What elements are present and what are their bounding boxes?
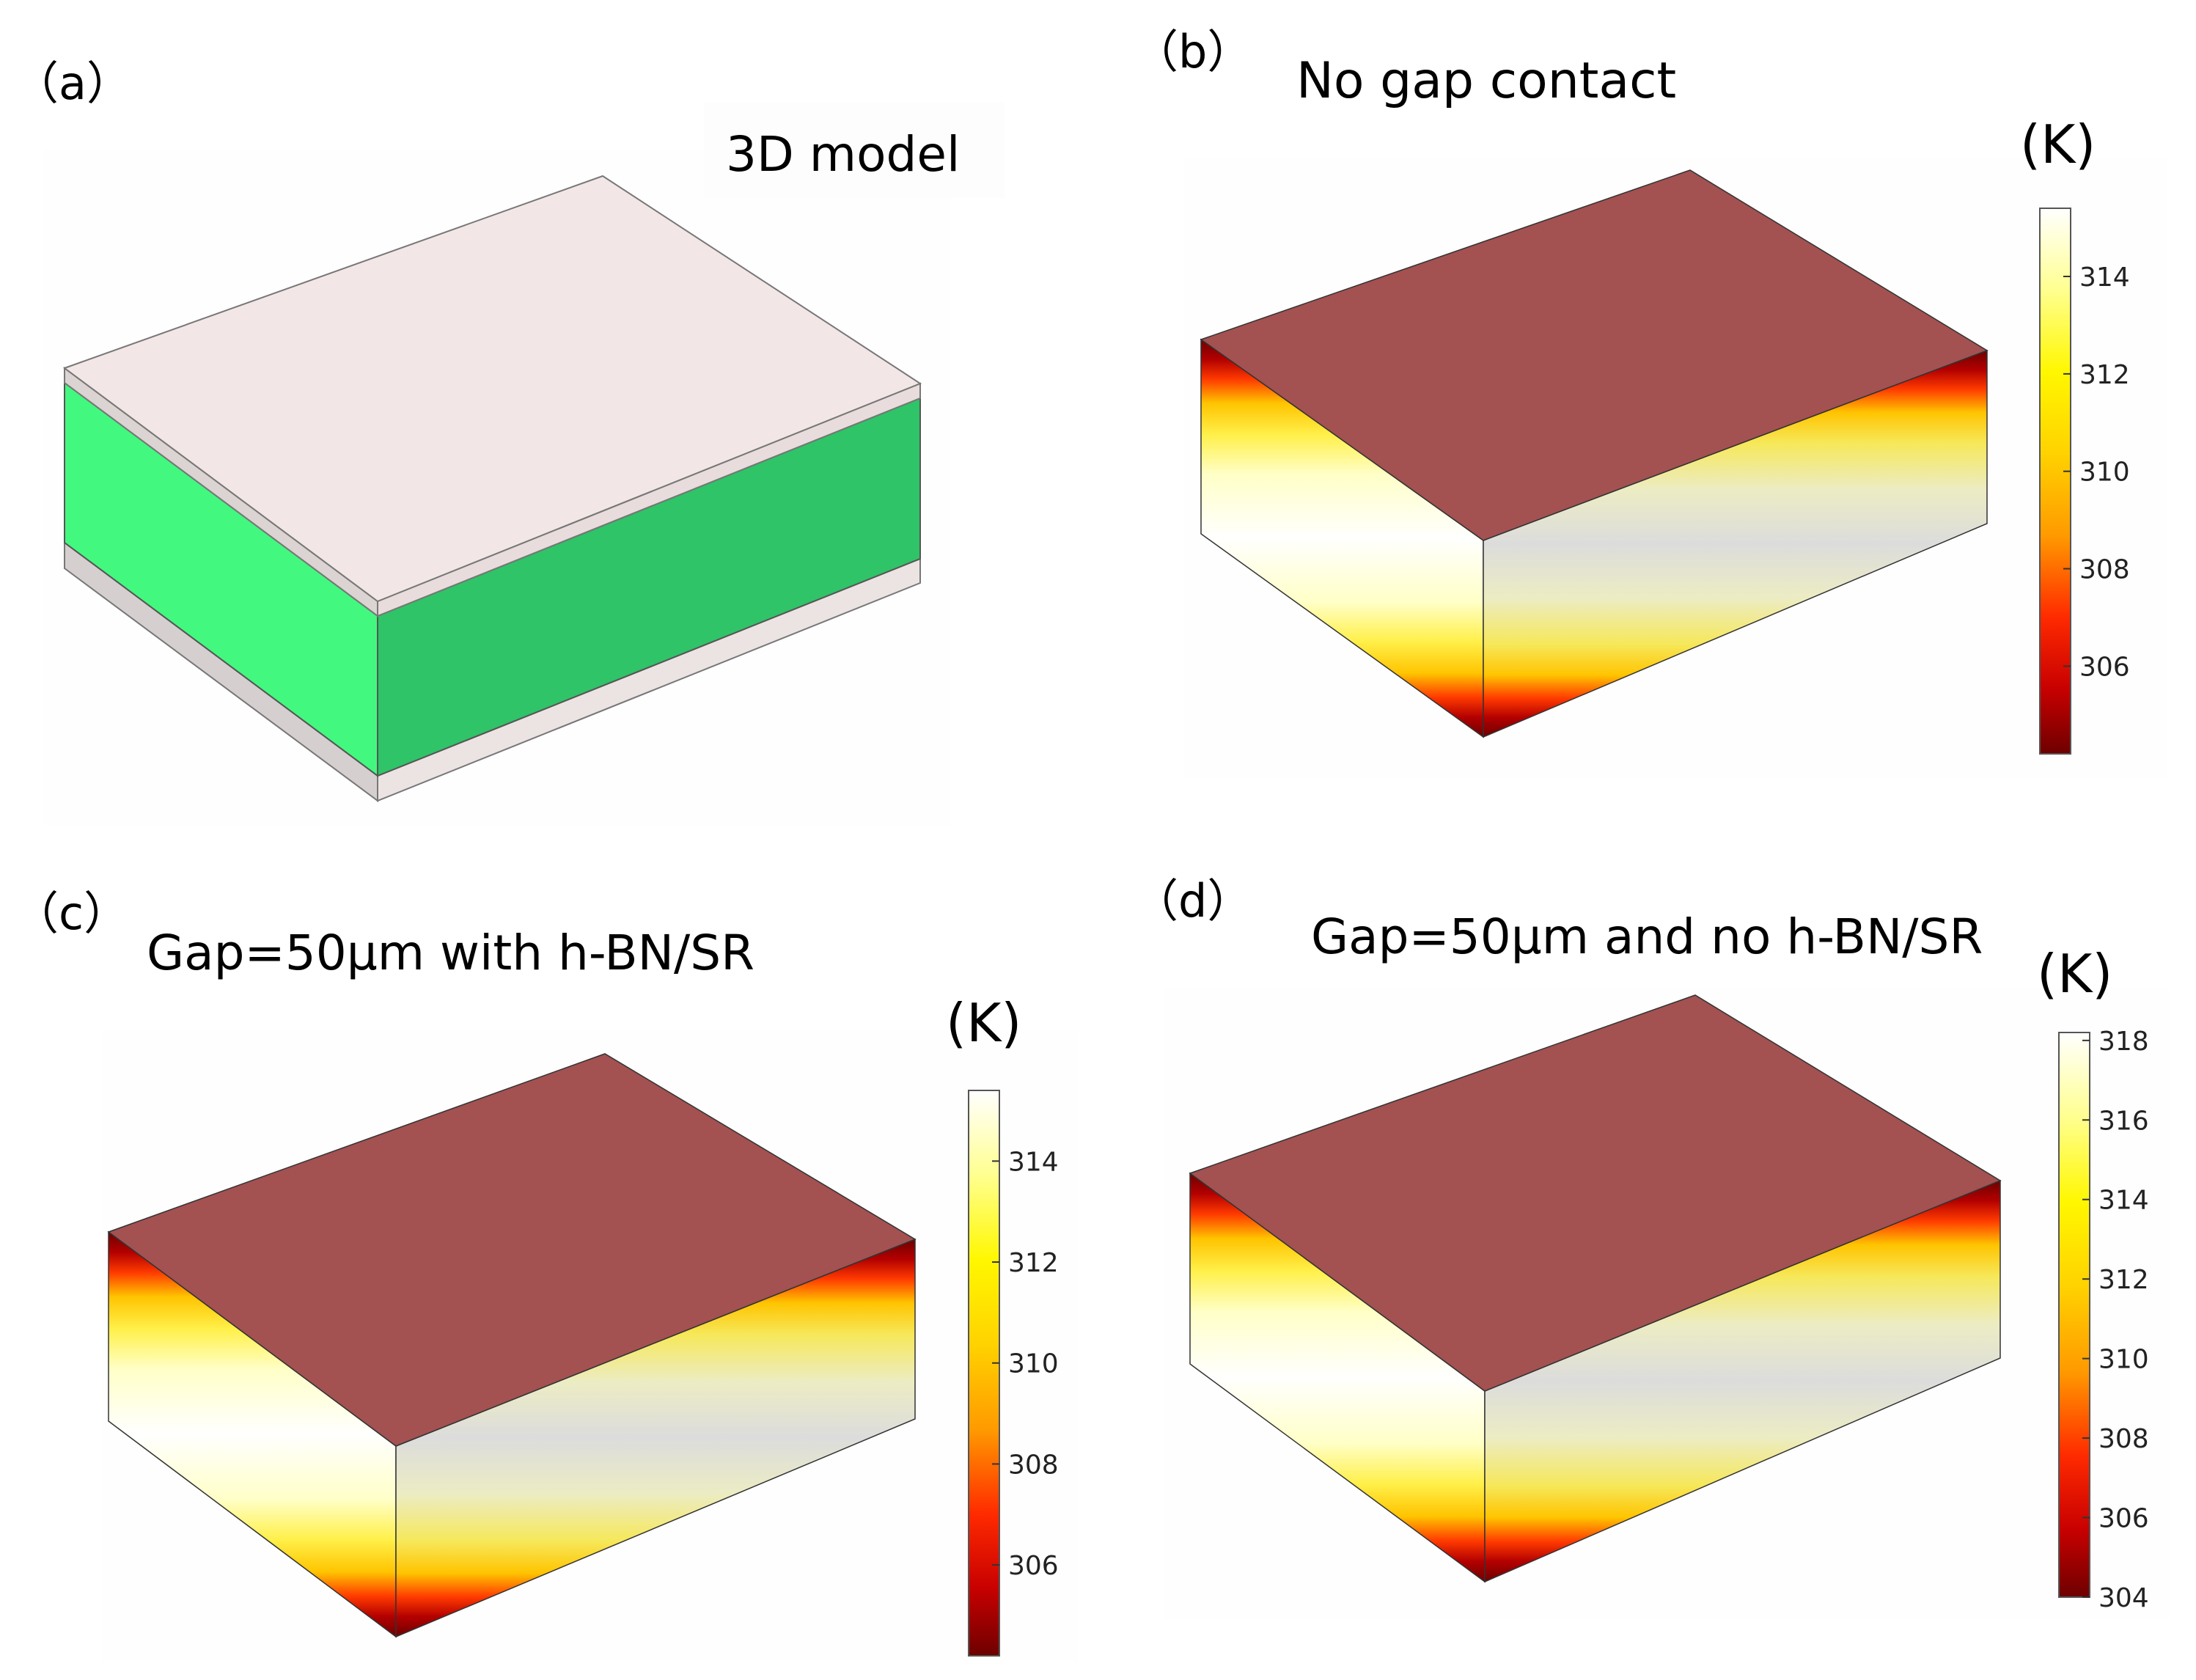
colorbar-d-tick-label: 308 [2098,1424,2149,1454]
panel-b-title: No gap contact [1296,52,1676,110]
heat-block-b [1200,169,1988,738]
panel-c: （c） Gap=50μm with h-BN/SR (K) 3063083103… [13,887,1078,1661]
colorbar-d-tick-label: 310 [2098,1345,2149,1375]
colorbar-b-tick-label: 310 [2079,458,2130,488]
panel-a-title: 3D model [726,126,960,183]
panel-c-title: Gap=50μm with h-BN/SR [147,925,754,981]
colorbar-b-tick-label: 306 [2079,652,2130,682]
colorbar-d-tick-label: 304 [2098,1583,2149,1613]
panel-b-label: （b） [1133,25,1252,78]
panel-d-label: （d） [1133,874,1252,928]
panel-b: （b） No gap contact (K) 306 308 310 312 314 [1133,25,2167,777]
heat-top-face-b [1200,169,1988,541]
colorbar-d-tick-label: 316 [2098,1106,2149,1136]
colorbar-d-tick-label: 318 [2098,1027,2149,1057]
colorbar-c-tick-label: 306 [1008,1551,1059,1581]
panel-c-label: （c） [13,887,129,940]
panel-b-unit: (K) [2020,114,2096,175]
colorbar-c-gradient [968,1090,1000,1657]
heat-block-d [1189,994,2002,1583]
colorbar-b-tick-label: 314 [2079,263,2130,293]
colorbar-c-tick-label: 310 [1008,1349,1059,1379]
colorbar-c: 306 308 310 312 314 [968,1090,1059,1657]
colorbar-d-tick-label: 306 [2098,1504,2149,1534]
heat-block-c [107,1053,917,1638]
colorbar-b-gradient [2039,208,2071,755]
panel-d: （d） Gap=50μm and no h-BN/SR (K) 30430630… [1133,874,2169,1619]
colorbar-b: 306 308 310 312 314 [2039,208,2130,755]
colorbar-b-tick-label: 312 [2079,360,2130,390]
colorbar-b-tick-label: 308 [2079,555,2130,585]
model-block [62,175,922,802]
colorbar-d-gradient [2058,1032,2090,1598]
model-top-face [62,175,922,603]
panel-a-label: （a） [13,56,132,110]
heat-top-face-d [1189,994,2002,1392]
colorbar-c-tick-label: 314 [1008,1147,1059,1177]
colorbar-c-tick-label: 312 [1008,1248,1059,1278]
colorbar-c-tick-label: 308 [1008,1450,1059,1480]
colorbar-d-tick-label: 314 [2098,1186,2149,1216]
panel-a-title-box [704,103,1005,198]
heat-top-face-c [107,1053,917,1447]
panel-c-unit: (K) [946,992,1021,1054]
colorbar-d: 304 306 308 310 312 314 316 318 [2058,1027,2149,1613]
panel-d-unit: (K) [2037,943,2112,1005]
colorbar-d-tick-label: 312 [2098,1265,2149,1295]
panel-a: （a） 3D model [13,56,1005,825]
panel-d-title: Gap=50μm and no h-BN/SR [1311,909,1983,965]
